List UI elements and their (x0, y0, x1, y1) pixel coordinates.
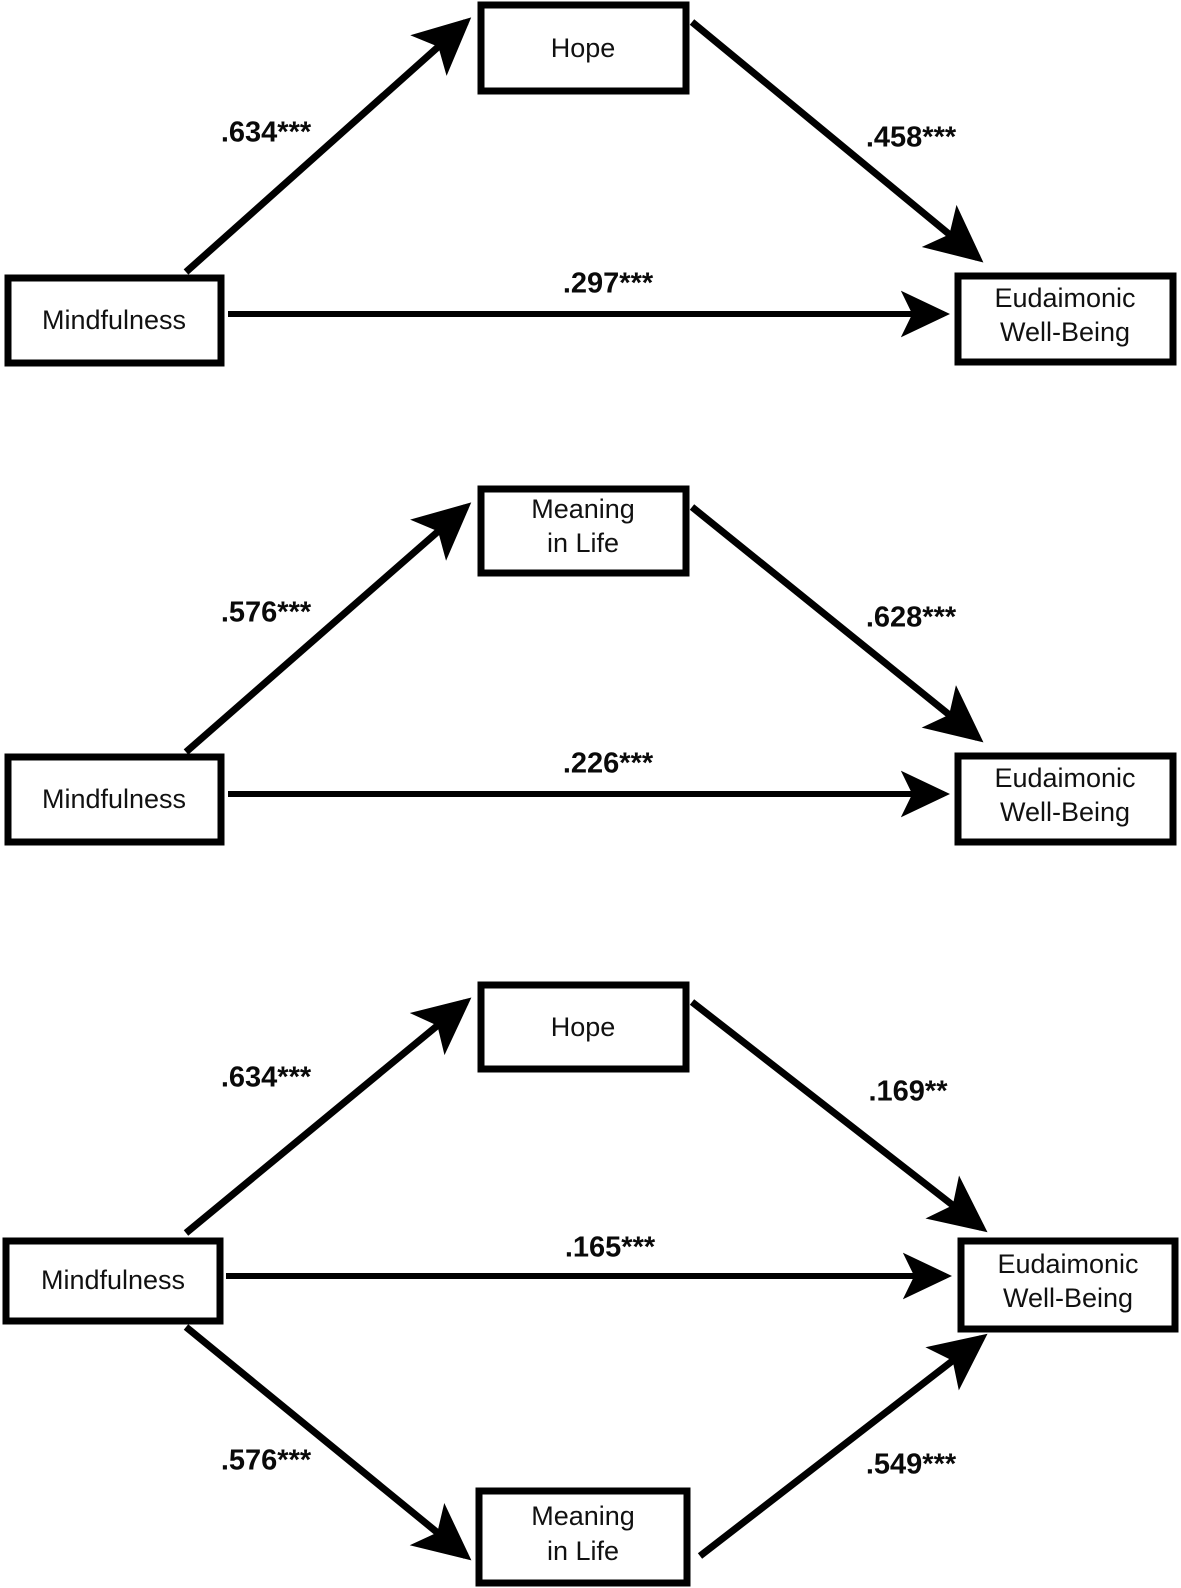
node-label-ewb-line2-p1: Well-Being (1000, 317, 1130, 347)
node-label-meaning-line1-p3: Meaning (531, 1501, 635, 1531)
node-box-ewb-p3 (957, 1237, 1179, 1333)
path-label-b2-p3: .549*** (866, 1449, 957, 1481)
node-box-ewb-p2 (954, 752, 1177, 846)
node-box-ewb-p1 (954, 272, 1177, 366)
path-label-b-p2: .628*** (866, 602, 957, 634)
path-label-a2-p3: .576*** (221, 1445, 312, 1477)
node-ewb-p1: Eudaimonic Well-Being (954, 272, 1177, 366)
node-label-mindfulness-p2: Mindfulness (42, 784, 186, 814)
node-box-meaning-p3 (475, 1487, 691, 1587)
arrow-meaning-to-ewb-p2 (689, 504, 984, 743)
arrow-meaning-to-ewb-p3 (697, 1333, 988, 1559)
node-ewb-p3: Eudaimonic Well-Being (957, 1237, 1179, 1333)
node-label-ewb-line1-p2: Eudaimonic (994, 763, 1135, 793)
node-hope-p3: Hope (477, 981, 690, 1073)
node-meaning-p3: Meaning in Life (475, 1487, 691, 1587)
node-label-meaning-line2-p2: in Life (547, 528, 619, 558)
node-mindfulness-p2: Mindfulness (4, 753, 225, 846)
node-box-mindfulness-p2 (4, 753, 225, 846)
arrow-mindfulness-to-hope-p1 (183, 17, 472, 275)
node-label-mindfulness-p3: Mindfulness (41, 1265, 185, 1295)
arrow-hope-to-ewb-p1 (689, 19, 984, 263)
node-label-meaning-line2-p3: in Life (547, 1536, 619, 1566)
path-label-b-p1: .458*** (866, 122, 957, 154)
node-ewb-p2: Eudaimonic Well-Being (954, 752, 1177, 846)
node-box-mindfulness-p3 (2, 1237, 224, 1325)
path-label-a-p2: .576*** (221, 597, 312, 629)
node-label-hope-p1: Hope (551, 33, 616, 63)
panel-2: Meaning in Life Mindfulness Eudaimonic W… (4, 485, 1177, 846)
node-label-meaning-line1-p2: Meaning (531, 494, 635, 524)
node-mindfulness-p3: Mindfulness (2, 1237, 224, 1325)
node-box-mindfulness-p1 (4, 274, 225, 367)
arrow-mindfulness-to-hope-p3 (183, 997, 472, 1236)
node-meaning-p2: Meaning in Life (477, 485, 690, 577)
node-mindfulness-p1: Mindfulness (4, 274, 225, 367)
node-label-ewb-line1-p3: Eudaimonic (997, 1249, 1138, 1279)
node-label-mindfulness-p1: Mindfulness (42, 305, 186, 335)
node-box-meaning-p2 (477, 485, 690, 577)
node-label-ewb-line2-p2: Well-Being (1000, 797, 1130, 827)
path-label-c-p2: .226*** (563, 748, 654, 780)
node-label-hope-p3: Hope (551, 1012, 616, 1042)
arrow-hope-to-ewb-p3 (689, 999, 988, 1233)
node-hope-p1: Hope (477, 1, 690, 95)
arrow-mindfulness-to-meaning-p3 (183, 1324, 472, 1561)
arrow-mindfulness-to-meaning-p2 (183, 502, 472, 755)
path-label-b1-p3: .169** (868, 1076, 948, 1108)
node-label-ewb-line1-p1: Eudaimonic (994, 283, 1135, 313)
node-box-hope-p1 (477, 1, 690, 95)
panel-1: Hope Mindfulness Eudaimonic Well-Being .… (4, 1, 1177, 367)
node-label-ewb-line2-p3: Well-Being (1003, 1283, 1133, 1313)
path-label-a-p1: .634*** (221, 117, 312, 149)
node-box-hope-p3 (477, 981, 690, 1073)
path-label-c-p3: .165*** (565, 1232, 656, 1264)
path-label-a1-p3: .634*** (221, 1062, 312, 1094)
path-label-c-p1: .297*** (563, 268, 654, 300)
panel-3: Hope Mindfulness Eudaimonic Well-Being M… (2, 981, 1179, 1587)
